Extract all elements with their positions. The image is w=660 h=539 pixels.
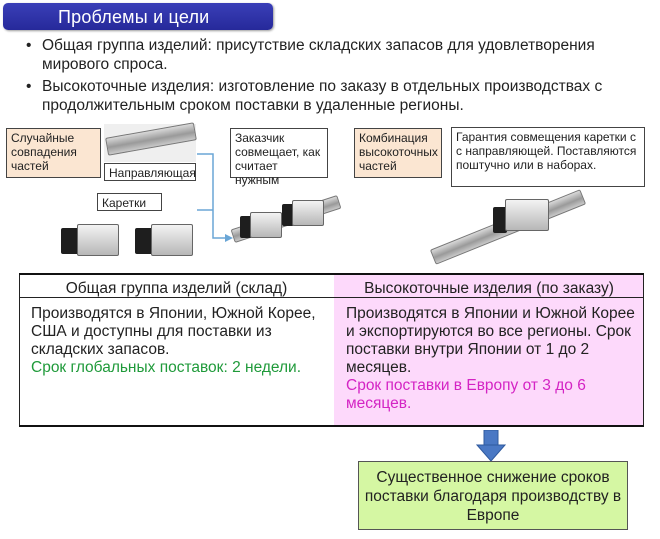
table-column-custom (334, 275, 644, 425)
table-column-stock (19, 275, 335, 425)
customer-note: Заказчик совмещает, как считает нужным (230, 128, 328, 187)
block-end-cap (61, 228, 79, 254)
result-text: Существенное снижение сроков поставки бл… (364, 469, 622, 524)
table-bottom-border (19, 425, 644, 427)
table-header-custom: Высокоточные изделия (по заказу) (364, 280, 614, 297)
block-end-cap (240, 216, 252, 238)
arrow-down-icon (476, 430, 506, 462)
connector-arrow (197, 153, 233, 242)
rail-label: Направляющая (104, 163, 196, 181)
title-banner: Проблемы и цели (3, 3, 273, 30)
precision-product-image (425, 185, 590, 265)
bullet-item: • Высокоточные изделия: изготовление по … (24, 77, 654, 115)
carriages-label: Каретки (97, 193, 162, 211)
bullet-marker: • (26, 37, 32, 54)
carriage-block (250, 212, 282, 238)
carriage-block (151, 224, 193, 256)
random-match-label: Случайные совпадения частей (6, 128, 101, 178)
carriage-block (77, 224, 119, 256)
rail-image (105, 122, 197, 156)
page-title: Проблемы и цели (58, 7, 210, 27)
carriage-block (505, 199, 549, 231)
rail-photo (104, 122, 197, 162)
custom-europe-delivery-time: Срок поставки в Европу от 3 до 6 месяцев… (346, 377, 586, 412)
table-header-divider (19, 297, 644, 298)
stock-description: Производятся в Японии, Южной Корее, США … (31, 305, 316, 358)
table-cell-stock: Производятся в Японии, Южной Корее, США … (31, 305, 327, 377)
bullet-marker: • (26, 78, 32, 95)
bullet-text: Высокоточные изделия: изготовление по за… (42, 78, 603, 114)
custom-description: Производятся в Японии и Южной Корее и эк… (346, 305, 635, 376)
carriage-block (292, 200, 324, 226)
block-end-cap (282, 204, 294, 226)
guarantee-note: Гарантия совмещения каретки с с направля… (451, 127, 645, 187)
table-header-stock: Общая группа изделий (склад) (65, 280, 288, 297)
stock-delivery-time: Срок глобальных поставок: 2 недели. (31, 359, 302, 376)
carriage-blocks-image (57, 210, 197, 260)
bullet-list: • Общая группа изделий: присутствие скла… (24, 36, 654, 118)
table-top-border (19, 273, 644, 275)
block-end-cap (135, 228, 153, 254)
assembled-product-image (226, 190, 344, 250)
bullet-item: • Общая группа изделий: присутствие скла… (24, 36, 654, 74)
bullet-text: Общая группа изделий: присутствие складс… (42, 37, 595, 73)
result-box: Существенное снижение сроков поставки бл… (358, 461, 628, 530)
precision-combo-label: Комбинация высокоточных частей (354, 128, 442, 178)
table-cell-custom: Производятся в Японии и Южной Корее и эк… (346, 305, 636, 413)
block-end-cap (493, 207, 507, 233)
